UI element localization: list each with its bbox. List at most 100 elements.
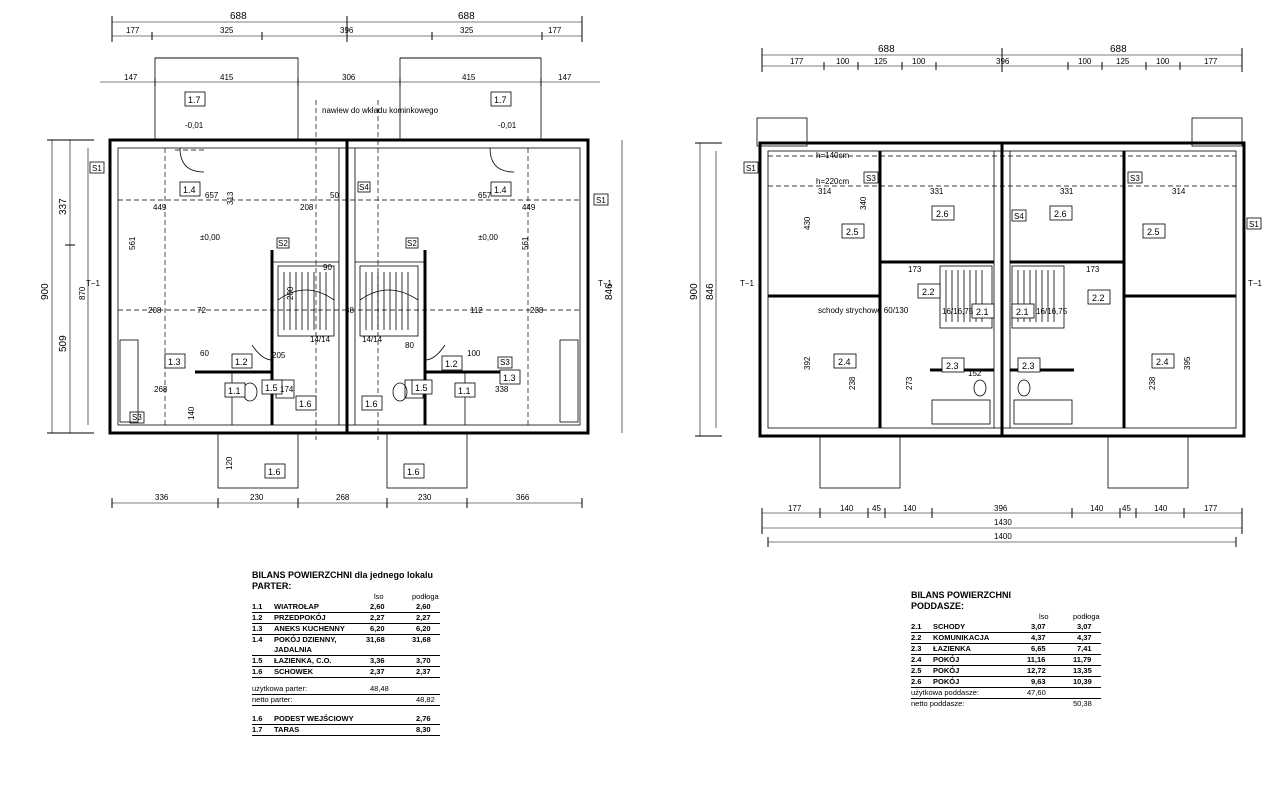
ground-outer-wall (108, 138, 590, 435)
level-mark-left: ±0,00 (200, 233, 221, 242)
dim-upper-top-8: 100 (1156, 57, 1170, 66)
dim-upper-top-4: 100 (912, 57, 926, 66)
row-number: 1.2 (252, 613, 263, 622)
dim-upper-bottom-3: 45 (872, 504, 881, 513)
row-value-floor: 13,35 (1073, 666, 1092, 675)
svg-text:2.3: 2.3 (946, 361, 959, 371)
row-value-lso: 9,63 (1031, 677, 1046, 686)
inner-dim-72: 72 (197, 306, 206, 315)
svg-text:2.6: 2.6 (936, 209, 949, 219)
sum-value: 48,48 (370, 684, 389, 693)
inner-dim-657-right: 657 (478, 191, 492, 200)
upper-stair-ratio-left: 16/16,75 (942, 307, 974, 316)
table-row: 1.2 PRZEDPOKÓJ 2,27 2,27 (252, 613, 440, 624)
section-mark-s4: S4 (359, 183, 369, 192)
dim-overall-right: 688 (458, 11, 475, 22)
inner-dim-120: 120 (225, 456, 234, 470)
row-value-lso: 6,20 (370, 624, 385, 633)
room-tag-1-6-storage-right: 1.6 (361, 395, 383, 411)
inner-dim-140: 140 (187, 406, 196, 420)
dim-upper-top-6: 100 (1078, 57, 1092, 66)
table-sum-net: netto parter: 48,82 (252, 695, 440, 706)
kitchen-counter-right (559, 339, 579, 423)
chimney-air-note: nawiew do wkładu kominkowego (322, 106, 439, 115)
svg-text:1.2: 1.2 (445, 359, 458, 369)
room-tag-1-6-porch-left: 1.6 (264, 463, 286, 479)
svg-text:1.3: 1.3 (168, 357, 181, 367)
room-tag-1-4-right: 1.4 (490, 181, 512, 197)
dim-upper-top-3: 125 (874, 57, 888, 66)
dim-upper-bottom-2: 140 (840, 504, 854, 513)
upper-section-s4: S4 (1014, 212, 1024, 221)
row-value-floor: 4,37 (1077, 633, 1092, 642)
svg-text:1.1: 1.1 (228, 386, 241, 396)
inner-dim-50: 50 (330, 191, 339, 200)
dim-overall-left: 688 (230, 11, 247, 22)
row-name: POKÓJ (933, 677, 960, 686)
inner-dim-313-left: 313 (226, 191, 235, 205)
row-value-floor: 11,79 (1073, 655, 1092, 664)
table-header: lso podłoga (911, 612, 1101, 622)
section-mark-s1-left: S1 (92, 164, 102, 173)
row-number: 2.5 (911, 666, 922, 675)
level-mark-terrace-right: -0,01 (498, 121, 517, 130)
sum-label: netto poddasze: (911, 699, 965, 708)
svg-text:1.6: 1.6 (365, 399, 378, 409)
room-tag-1-4-left: 1.4 (179, 181, 201, 197)
row-value-lso: 3,07 (1031, 622, 1046, 631)
row-value-floor: 3,70 (416, 656, 431, 665)
row-value-floor: 8,30 (416, 725, 431, 734)
inner-dim-268: 268 (154, 385, 168, 394)
table-row: 2.6 POKÓJ 9,63 10,39 (911, 677, 1101, 688)
dim-upper-total-1400: 1400 (994, 532, 1012, 541)
dim-upper-bottom-5: 396 (994, 504, 1008, 513)
inner-dim-238: 238 (530, 306, 544, 315)
row-name: POKÓJ DZIENNY, (274, 635, 337, 644)
table-sum-usable: użytkowa parter: 48,48 (252, 684, 440, 695)
row-value-floor: 2,60 (416, 602, 431, 611)
row-value-lso: 4,37 (1031, 633, 1046, 642)
svg-text:2.4: 2.4 (1156, 357, 1169, 367)
svg-text:2.5: 2.5 (1147, 227, 1160, 237)
sum-label: użytkowa poddasze: (911, 688, 979, 697)
room-tag-1-7-left: 1.7 (184, 91, 206, 107)
area-table-ground-title: BILANS POWIERZCHNI dla jednego lokalu (252, 570, 434, 580)
row-name: ANEKS KUCHENNY (274, 624, 345, 633)
row-name: TARAS (274, 725, 300, 734)
level-mark-terrace-left: -0,01 (185, 121, 204, 130)
svg-text:1.5: 1.5 (265, 383, 278, 393)
room-tag-2-3-left: 2.3 (941, 357, 965, 373)
dim-bottom-2: 230 (250, 493, 264, 502)
row-value-lso: 2,27 (370, 613, 385, 622)
bathtub-right (1013, 399, 1073, 425)
svg-text:1.5: 1.5 (415, 383, 428, 393)
table-sum-net: netto poddasze: 50,38 (911, 699, 1101, 709)
row-name: POKÓJ (933, 666, 960, 675)
row-number: 1.7 (252, 725, 263, 734)
dim-upper-overall-left: 688 (878, 44, 895, 55)
dim-upper-bottom-9: 177 (1204, 504, 1218, 513)
column-header-lso: lso (1039, 612, 1049, 621)
row-value-floor: 2,76 (416, 714, 431, 723)
row-value-floor: 2,27 (416, 613, 431, 622)
inner-dim-208-top: 208 (300, 203, 314, 212)
room-tag-2-2-right: 2.2 (1087, 289, 1111, 305)
row-number: 1.1 (252, 602, 263, 611)
room-tag-1-2-right: 1.2 (441, 355, 463, 371)
sum-value: 47,60 (1027, 688, 1046, 697)
section-mark-t1-right: T−1 (598, 279, 613, 288)
upper-section-s1-left: S1 (746, 164, 756, 173)
column-header-lso: lso (374, 592, 384, 601)
upper-floor-plan: 688 688 177 100 125 100 396 100 125 100 … (689, 44, 1263, 547)
section-mark-s2-right: S2 (407, 239, 417, 248)
inner-dim-338: 338 (495, 385, 509, 394)
sum-value: 50,38 (1073, 699, 1092, 708)
row-name: SCHOWEK (274, 667, 314, 676)
row-name: WIATROŁAP (274, 602, 319, 611)
dim-left-lower: 509 (58, 335, 69, 352)
svg-text:1.3: 1.3 (503, 373, 516, 383)
row-name: JADALNIA (274, 645, 312, 654)
room-tag-2-4-left: 2.4 (833, 353, 857, 369)
dim-upper-top-7: 125 (1116, 57, 1130, 66)
attic-stairs-note: schody strychowe 60/130 (818, 306, 909, 315)
